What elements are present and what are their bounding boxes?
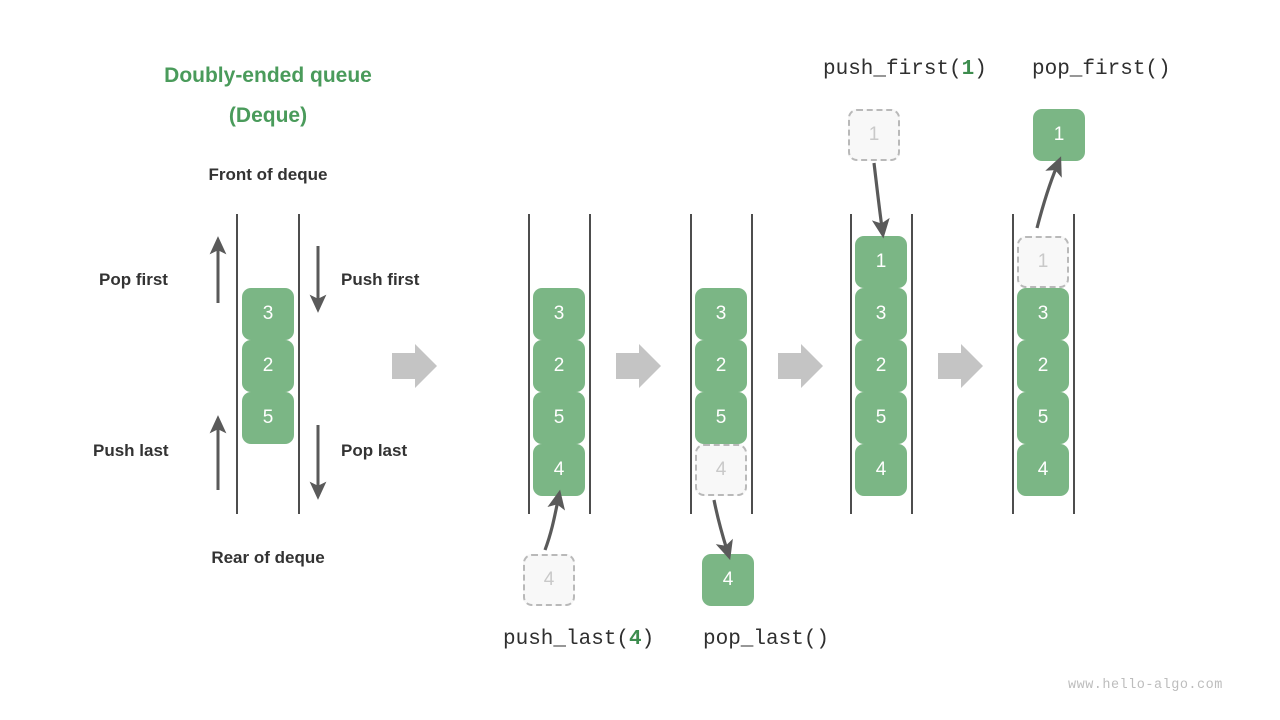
- push-first-label: Push first: [341, 270, 420, 289]
- op-arg: 1: [961, 58, 975, 81]
- deque-rail-left: [528, 214, 530, 514]
- deque-cell: 4: [855, 444, 907, 496]
- deque-cell: 5: [533, 392, 585, 444]
- deque-cell: 3: [533, 288, 585, 340]
- cell-value: 3: [262, 303, 274, 324]
- cell-value: 4: [875, 459, 887, 480]
- op-label-push-last: push_last(4): [503, 628, 654, 651]
- cell-value: 1: [1037, 251, 1049, 272]
- deque-rail-left: [1012, 214, 1014, 514]
- deque-rail-right: [298, 214, 300, 514]
- op-label-pop-last: pop_last(): [703, 628, 829, 651]
- cell-value: 3: [1037, 303, 1049, 324]
- deque-cell: 5: [695, 392, 747, 444]
- cell-value: 4: [715, 459, 727, 480]
- watermark: www.hello-algo.com: [1068, 678, 1223, 693]
- cell-value: 2: [262, 355, 274, 376]
- deque-cell: 5: [242, 392, 294, 444]
- deque-cell: 2: [242, 340, 294, 392]
- flow-arrow-icon: [616, 344, 661, 388]
- deque-cell: 3: [695, 288, 747, 340]
- cell-value: 3: [553, 303, 565, 324]
- flow-arrow-icon: [938, 344, 983, 388]
- deque-rail-right: [911, 214, 913, 514]
- flow-arrow-icon: [392, 344, 437, 388]
- cell-value: 4: [543, 569, 555, 590]
- pop-last-flow-arrow: [712, 499, 733, 561]
- deque-cell: 4: [1017, 444, 1069, 496]
- cell-value: 5: [262, 407, 274, 428]
- push-last-label: Push last: [93, 441, 169, 460]
- flow-arrow-icon: [778, 344, 823, 388]
- op-name: push_last(: [503, 628, 630, 651]
- pop-last-label: Pop last: [341, 441, 408, 460]
- deque-rail-left: [690, 214, 692, 514]
- deque-cell: 2: [695, 340, 747, 392]
- op-close: ): [974, 58, 987, 81]
- cell-value: 1: [1053, 124, 1065, 145]
- deque-cell: 2: [855, 340, 907, 392]
- deque-rail-left: [850, 214, 852, 514]
- deque-cell: 5: [855, 392, 907, 444]
- cell-value: 5: [715, 407, 727, 428]
- pop-first-flow-arrow: [1035, 156, 1062, 229]
- cell-value: 2: [553, 355, 565, 376]
- deque-cell: 3: [855, 288, 907, 340]
- cell-value: 4: [553, 459, 565, 480]
- op-label-pop-first: pop_first(): [1032, 58, 1171, 81]
- op-label-push-first: push_first(1): [823, 58, 987, 81]
- cell-value: 2: [875, 355, 887, 376]
- rear-of-deque-label: Rear of deque: [211, 548, 325, 567]
- deque-rail-left: [236, 214, 238, 514]
- deque-rail-right: [589, 214, 591, 514]
- deque-rail-right: [1073, 214, 1075, 514]
- op-arg: 4: [629, 628, 642, 651]
- deque-cell: 3: [242, 288, 294, 340]
- cell-value: 3: [875, 303, 887, 324]
- cell-value: 3: [715, 303, 727, 324]
- deque-cell: 4: [533, 444, 585, 496]
- push-last-flow-arrow: [543, 489, 566, 551]
- page-title: Doubly-ended queue (Deque): [140, 56, 396, 136]
- popped-element: 1: [1033, 109, 1085, 161]
- cell-value: 5: [553, 407, 565, 428]
- cell-value: 2: [1037, 355, 1049, 376]
- cell-value: 4: [722, 569, 734, 590]
- push-first-flow-arrow: [871, 162, 890, 239]
- deque-cell: 2: [1017, 340, 1069, 392]
- cell-value: 1: [868, 124, 880, 145]
- incoming-element: 4: [523, 554, 575, 606]
- deque-rail-right: [751, 214, 753, 514]
- title-line-1: Doubly-ended queue: [164, 64, 372, 87]
- front-of-deque-label: Front of deque: [208, 165, 328, 184]
- op-name: pop_first(): [1032, 58, 1171, 81]
- deque-cell: 1: [855, 236, 907, 288]
- deque-cell: 5: [1017, 392, 1069, 444]
- cell-value: 2: [715, 355, 727, 376]
- popped-element: 4: [702, 554, 754, 606]
- cell-value: 4: [1037, 459, 1049, 480]
- deque-cell-removed: 1: [1017, 236, 1069, 288]
- op-name: pop_last(): [703, 628, 830, 651]
- op-name: push_first(: [823, 58, 962, 81]
- pop-first-label: Pop first: [99, 270, 168, 289]
- op-close: ): [641, 628, 655, 651]
- incoming-element: 1: [848, 109, 900, 161]
- deque-cell: 2: [533, 340, 585, 392]
- cell-value: 5: [1037, 407, 1049, 428]
- deque-cell: 3: [1017, 288, 1069, 340]
- title-line-2: (Deque): [228, 104, 308, 127]
- deque-cell-removed: 4: [695, 444, 747, 496]
- cell-value: 1: [875, 251, 887, 272]
- cell-value: 5: [875, 407, 887, 428]
